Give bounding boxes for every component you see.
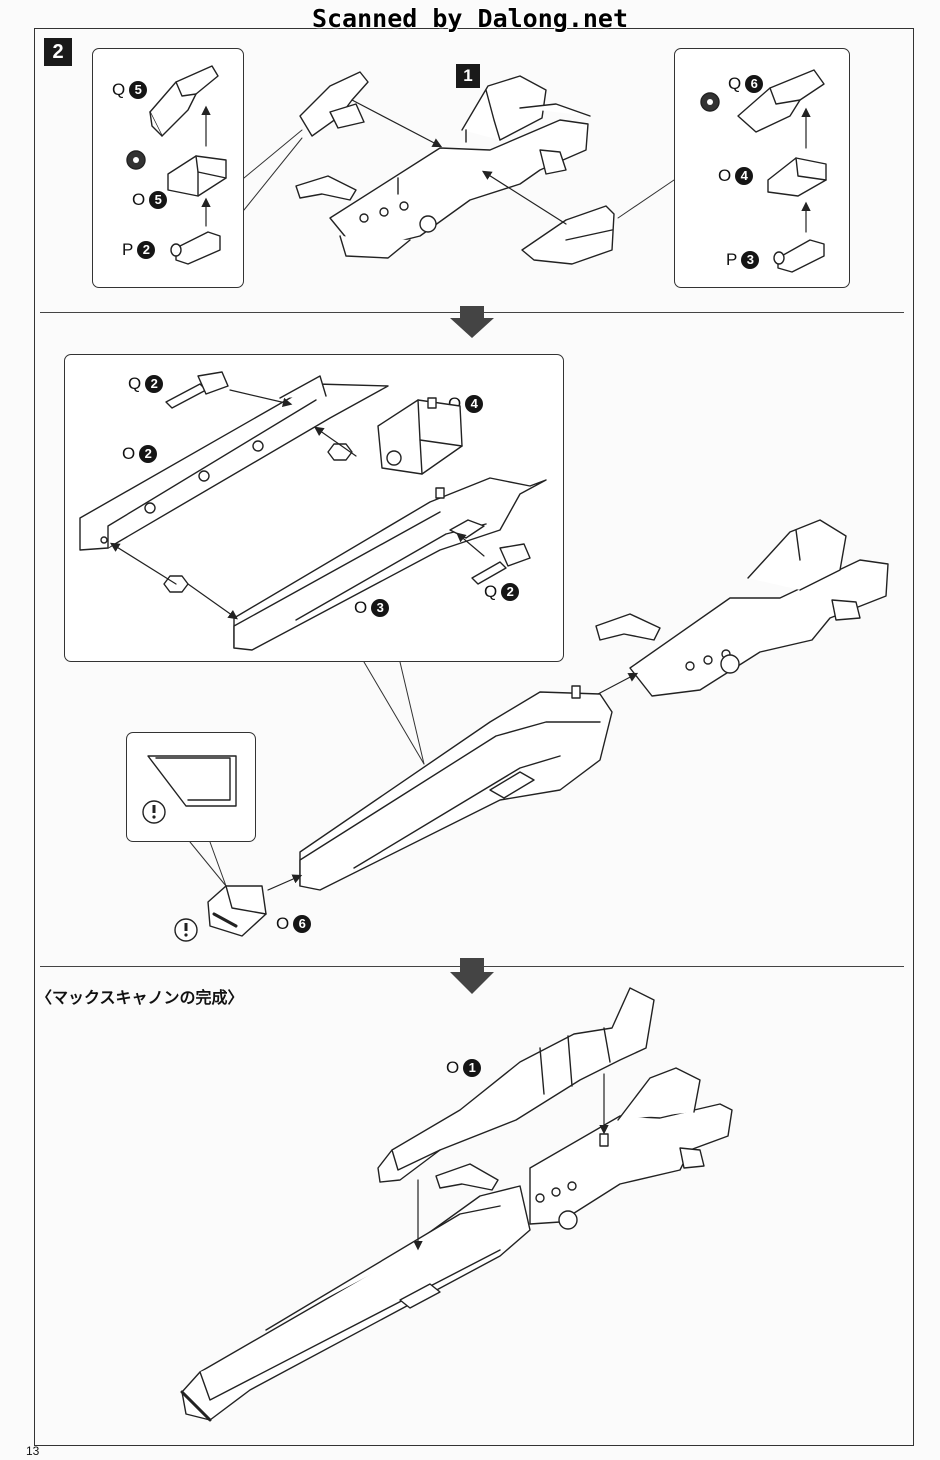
part-letter: Q — [484, 582, 498, 601]
caution-detail-drawing — [147, 755, 237, 807]
part-number: 4 — [735, 167, 754, 185]
part-o4-drawing — [767, 157, 827, 197]
part-label-q5: Q 5 — [112, 80, 148, 100]
main-body-assembly-middle — [595, 519, 889, 697]
bottom-arrows — [413, 1073, 609, 1251]
part-label-o3: O 3 — [354, 598, 390, 618]
part-q2-pin-lower — [471, 543, 531, 585]
part-q6-drawing — [737, 69, 825, 133]
part-letter: O — [354, 598, 368, 617]
part-label-o6: O 6 — [276, 914, 312, 934]
part-number: 2 — [137, 241, 156, 259]
part-number: 6 — [293, 915, 312, 933]
part-number: 5 — [129, 81, 148, 99]
flow-arrow-down — [450, 306, 494, 338]
part-number: 1 — [463, 1059, 482, 1077]
part-p3-drawing — [773, 239, 825, 273]
part-label-o4: O 4 — [718, 166, 754, 186]
page-number: 13 — [26, 1444, 40, 1458]
part-number: 6 — [745, 75, 764, 93]
part-number: 4 — [465, 395, 484, 413]
part-label-o1: O 1 — [446, 1058, 482, 1078]
middle-arrows — [267, 672, 639, 891]
step-badge: 2 — [44, 38, 72, 66]
part-number: 3 — [371, 599, 390, 617]
part-number: 5 — [149, 191, 168, 209]
callout-lines — [189, 129, 675, 887]
part-letter: O — [276, 914, 290, 933]
part-label-q2-upper: Q 2 — [128, 374, 164, 394]
scan-watermark: Scanned by Dalong.net — [311, 4, 629, 33]
part-label-p2: P 2 — [122, 240, 156, 260]
part-number: 2 — [145, 375, 164, 393]
caution-icon-main — [174, 918, 198, 942]
part-q4-drawing — [377, 397, 463, 475]
part-o5-drawing — [167, 155, 227, 197]
part-number: 3 — [741, 251, 760, 269]
part-letter: O — [132, 190, 146, 209]
part-o1-drawing — [377, 987, 655, 1183]
part-label-q2-lower: Q 2 — [484, 582, 520, 602]
part-number: 2 — [139, 445, 158, 463]
glue-icon-left — [126, 150, 146, 170]
flow-arrow-down — [450, 958, 494, 994]
part-letter: O — [446, 1058, 460, 1077]
barrel-inset-arrows — [109, 389, 485, 620]
main-body-assembly-top — [295, 75, 591, 259]
part-letter: O — [718, 166, 732, 185]
glue-icon-right — [700, 92, 720, 112]
part-letter: O — [122, 444, 136, 463]
part-label-o2: O 2 — [122, 444, 158, 464]
part-o6-drawing — [207, 885, 267, 937]
part-letter: Q — [112, 80, 126, 99]
part-letter: P — [122, 240, 134, 259]
part-number: 2 — [501, 583, 520, 601]
part-letter: Q — [728, 74, 742, 93]
completed-cannon-body — [435, 1067, 733, 1230]
caution-icon-inset — [142, 800, 166, 824]
part-label-p3: P 3 — [726, 250, 760, 270]
part-q2-pin-upper — [165, 371, 229, 409]
part-letter: P — [726, 250, 738, 269]
part-p2-drawing — [170, 231, 221, 265]
part-o2-drawing — [79, 375, 389, 551]
part-q5-drawing — [149, 65, 219, 137]
completion-title: 〈マックスキャノンの完成〉 — [36, 988, 244, 1007]
part-label-o5: O 5 — [132, 190, 168, 210]
page-frame — [34, 28, 914, 1446]
assembled-barrel-middle — [299, 685, 613, 891]
top-arrows — [351, 99, 567, 225]
part-letter: Q — [128, 374, 142, 393]
part-label-q6: Q 6 — [728, 74, 764, 94]
sub-step-badge: 1 — [456, 64, 480, 88]
part-q5-o5-assembled-top — [299, 71, 369, 137]
completed-cannon-barrel — [180, 1185, 531, 1422]
part-q6-o4-assembled-top — [521, 205, 615, 265]
